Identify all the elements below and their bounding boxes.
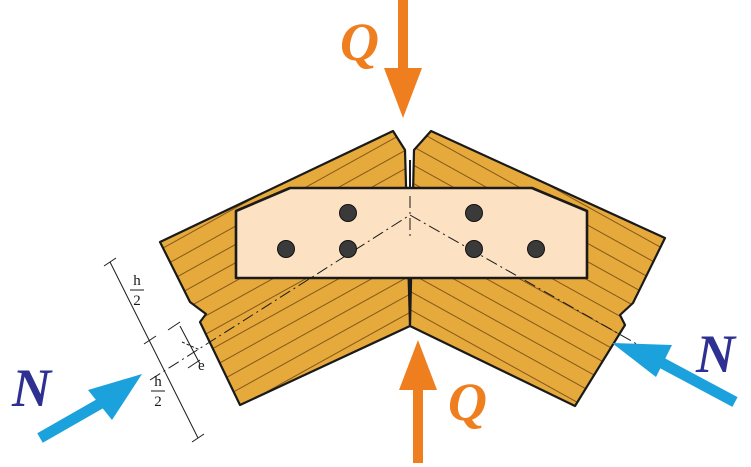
dim-h-lower-denominator: 2 bbox=[154, 394, 162, 410]
dimension-lines bbox=[103, 257, 205, 443]
bolt bbox=[465, 204, 483, 222]
force-q-top-arrow bbox=[384, 0, 422, 118]
force-q-bottom-label: Q bbox=[448, 372, 487, 432]
dim-eccentricity-label: e bbox=[198, 358, 205, 374]
force-n-right-arrow bbox=[612, 343, 738, 407]
force-q-bottom-arrow bbox=[399, 340, 437, 463]
bolt bbox=[465, 240, 483, 258]
bolt bbox=[339, 240, 357, 258]
dim-h-upper-numerator: h bbox=[133, 273, 141, 289]
force-q-top-label: Q bbox=[340, 12, 379, 72]
bolt bbox=[277, 240, 295, 258]
force-n-left-arrow bbox=[37, 374, 142, 443]
gusset-plate bbox=[234, 186, 589, 280]
dim-h-upper-denominator: 2 bbox=[133, 293, 141, 309]
force-n-right-label: N bbox=[695, 324, 737, 384]
member-centerlines bbox=[149, 196, 701, 381]
bolt-group bbox=[277, 204, 545, 258]
bolt bbox=[339, 204, 357, 222]
force-n-left-label: N bbox=[11, 358, 53, 418]
dimension-labels: h 2 h 2 e bbox=[130, 273, 205, 410]
bolt bbox=[527, 240, 545, 258]
dim-h-lower-numerator: h bbox=[154, 374, 162, 390]
